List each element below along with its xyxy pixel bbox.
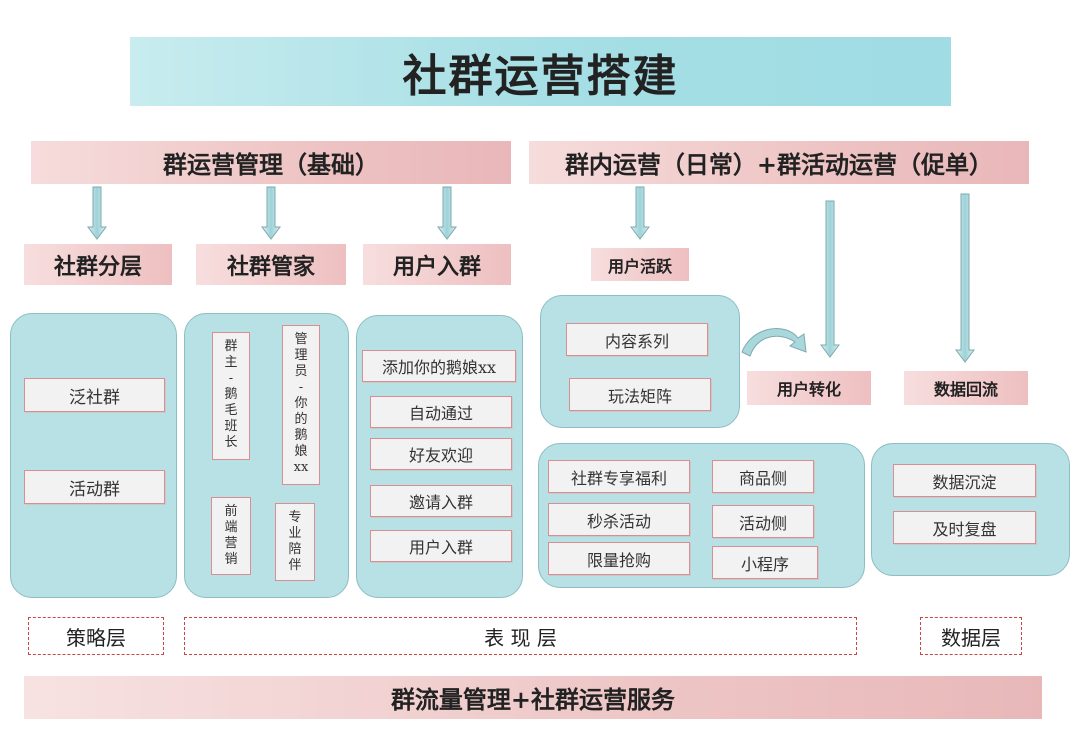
band-basic-management: 群运营管理（基础） bbox=[31, 141, 511, 184]
item-flash-sale: 秒杀活动 bbox=[548, 503, 690, 536]
label-layering: 社群分层 bbox=[24, 244, 172, 285]
curved-arrow-icon bbox=[741, 328, 807, 357]
label-join: 用户入群 bbox=[363, 244, 511, 285]
page-title: 社群运营搭建 bbox=[130, 37, 951, 106]
item-user-join: 用户入群 bbox=[370, 530, 512, 562]
item-frontend-marketing: 前端营销 bbox=[211, 497, 251, 575]
item-timely-review: 及时复盘 bbox=[893, 511, 1036, 544]
band-daily-operation: 群内运营（日常）+群活动运营（促单） bbox=[529, 141, 1029, 184]
footer-bar: 群流量管理+社群运营服务 bbox=[24, 676, 1042, 719]
panel-steward bbox=[184, 313, 349, 598]
arrow-down-4 bbox=[630, 186, 650, 240]
item-auto-accept: 自动通过 bbox=[370, 396, 512, 428]
panel-data bbox=[871, 443, 1070, 576]
label-data-return: 数据回流 bbox=[904, 371, 1028, 405]
item-content-series: 内容系列 bbox=[566, 323, 708, 356]
item-product-side: 商品侧 bbox=[712, 460, 814, 493]
item-exclusive-benefits: 社群专享福利 bbox=[548, 460, 690, 493]
item-mini-program: 小程序 bbox=[712, 546, 818, 579]
panel-layering bbox=[10, 313, 177, 598]
arrow-down-3 bbox=[437, 186, 457, 240]
item-event-group: 活动群 bbox=[24, 470, 165, 504]
label-active: 用户活跃 bbox=[591, 248, 689, 281]
layer-presentation: 表 现 层 bbox=[184, 617, 857, 655]
item-limited-buy: 限量抢购 bbox=[548, 542, 690, 575]
label-steward: 社群管家 bbox=[196, 244, 346, 285]
item-play-matrix: 玩法矩阵 bbox=[569, 378, 711, 411]
item-general-group: 泛社群 bbox=[24, 378, 165, 412]
arrow-down-1 bbox=[87, 186, 107, 240]
item-activity-side: 活动侧 bbox=[712, 505, 814, 538]
item-data-accumulation: 数据沉淀 bbox=[893, 464, 1036, 497]
item-pro-companion: 专业陪伴 bbox=[275, 503, 315, 581]
item-friend-welcome: 好友欢迎 bbox=[370, 438, 512, 470]
item-group-owner: 群主-鹅毛班长 bbox=[212, 332, 250, 460]
arrow-down-2 bbox=[261, 186, 281, 240]
item-add-friend: 添加你的鹅娘xx bbox=[362, 350, 516, 382]
arrow-down-6 bbox=[955, 193, 975, 363]
layer-strategy: 策略层 bbox=[28, 617, 164, 655]
arrow-down-5 bbox=[820, 200, 840, 358]
item-invite-join: 邀请入群 bbox=[370, 485, 512, 517]
label-convert: 用户转化 bbox=[747, 371, 871, 405]
layer-data: 数据层 bbox=[920, 617, 1022, 655]
